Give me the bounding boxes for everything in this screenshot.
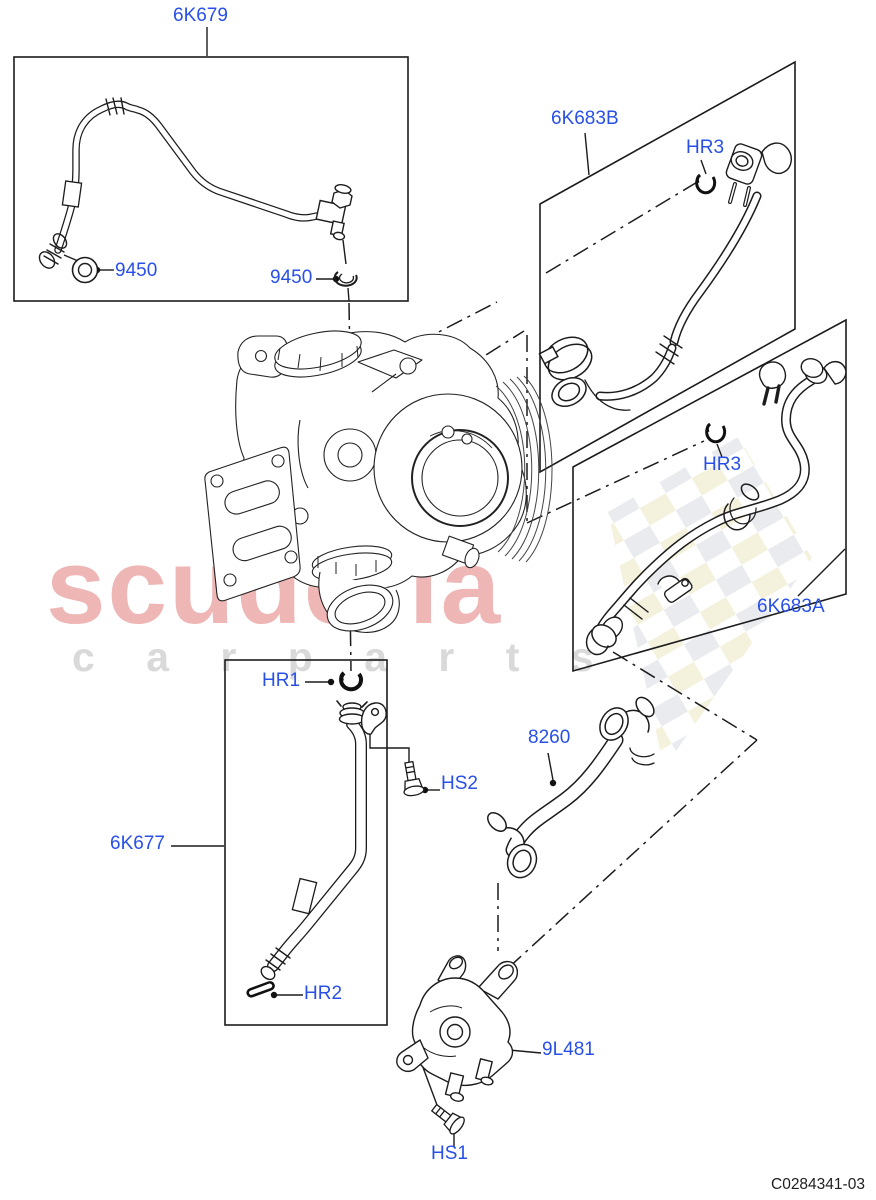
- bypass-hose-8260-art: [487, 696, 655, 879]
- part-label-6k679[interactable]: 6K679: [173, 5, 228, 26]
- turbocharger-art: [204, 330, 553, 633]
- part-label-9450-right[interactable]: 9450: [270, 267, 313, 288]
- hose-a-end-fitting: [585, 624, 617, 656]
- part-label-8260[interactable]: 8260: [528, 727, 571, 748]
- water-outlet-9l481-art: [396, 955, 519, 1102]
- part-label-9l481[interactable]: 9L481: [542, 1039, 595, 1060]
- return-pipe-top-seal: [336, 700, 368, 725]
- retaining-clip-hr3-lower: [705, 422, 727, 444]
- hr2-gasket-art: [246, 981, 275, 998]
- part-label-9450-left[interactable]: 9450: [115, 260, 158, 281]
- cooler-fins: [495, 375, 553, 563]
- hose-a-mid-clamp: [723, 483, 760, 531]
- watermark-subtext: c a r p a r t s: [72, 634, 614, 680]
- hose-8260-top-end: [599, 696, 655, 766]
- oil-feed-pipe-art: [38, 97, 353, 269]
- part-label-hr1[interactable]: HR1: [262, 670, 301, 691]
- pipe-clamp-ridges: [105, 97, 125, 116]
- callout-box-6k677: [224, 659, 388, 1026]
- coolant-hose-a-art: [585, 357, 847, 656]
- callout-box-6k683b: [539, 60, 796, 474]
- part-label-hr3-lower[interactable]: HR3: [703, 454, 742, 475]
- part-label-hs2[interactable]: HS2: [441, 773, 478, 794]
- retaining-clip-hr3-upper: [695, 173, 717, 195]
- hose-8260-bottom-end: [487, 812, 538, 879]
- return-pipe-tip: [260, 947, 291, 981]
- part-label-6k683b[interactable]: 6K683B: [551, 108, 619, 129]
- return-pipe-bracket: [360, 702, 387, 735]
- hs2-bolt-art: [403, 760, 425, 797]
- callout-box-6k683a: [572, 318, 847, 673]
- hose-b-connector: [725, 142, 792, 207]
- banjo-washer-art: [333, 271, 358, 287]
- coolant-hose-b-art: [538, 142, 792, 411]
- banjo-fitting: [315, 184, 353, 241]
- part-label-hr3-upper[interactable]: HR3: [686, 137, 725, 158]
- callout-boxes: [13, 56, 847, 1026]
- part-label-6k677[interactable]: 6K677: [110, 833, 165, 854]
- coolant-return-pipe-art: [260, 700, 387, 981]
- callout-box-6k679: [13, 56, 409, 302]
- part-label-6k683a[interactable]: 6K683A: [757, 596, 825, 617]
- hs1-bolt-art: [430, 1103, 465, 1135]
- hose-a-connector: [758, 357, 847, 406]
- retaining-clip-hr1: [339, 671, 363, 692]
- hose-b-end-clamp: [538, 336, 631, 411]
- part-label-hs1[interactable]: HS1: [431, 1143, 468, 1164]
- pipe-end-fitting: [38, 233, 68, 269]
- hose-a-p-clip: [657, 575, 693, 603]
- checker-flag-watermark: [608, 437, 812, 768]
- washer-left-art: [71, 256, 99, 284]
- document-code: C0284341-03: [771, 1176, 865, 1193]
- part-label-hr2[interactable]: HR2: [304, 983, 343, 1004]
